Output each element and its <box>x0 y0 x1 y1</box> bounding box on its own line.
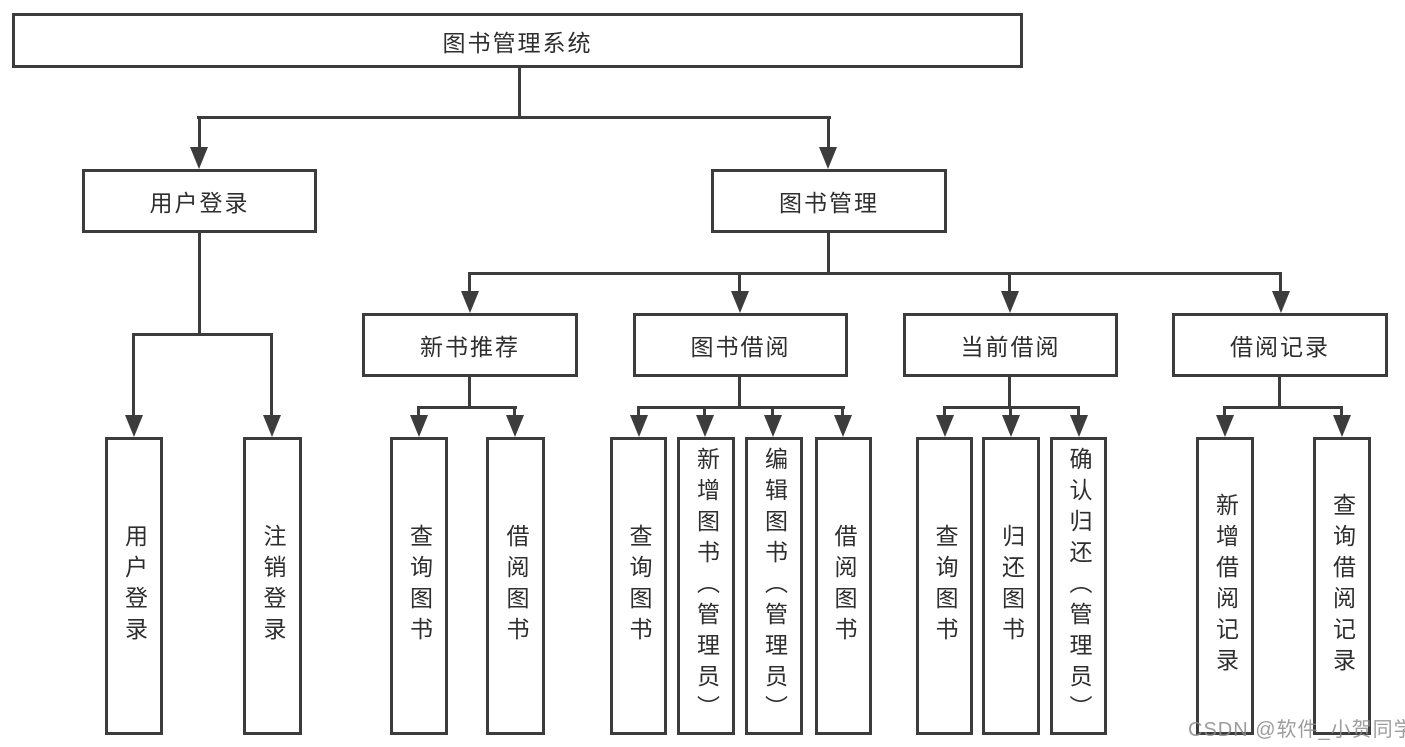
connector-arrow-book-borrowing-line <box>738 272 741 295</box>
leaf-bb-query-books: 查询图书 <box>610 437 667 735</box>
node-current-borrowing-label: 当前借阅 <box>960 334 1061 360</box>
leaf-nbr-query-books-label: 查询图书 <box>406 524 433 648</box>
leaf-cb-confirm-return: 确认归还（管理员） <box>1050 437 1107 735</box>
connector-rail-level2 <box>197 116 831 119</box>
leaf-bb-borrow-books-label: 借阅图书 <box>831 524 857 648</box>
connector-arrow-bb-borrow-line <box>841 406 844 420</box>
connector-root-stem <box>518 67 521 118</box>
node-book-borrowing: 图书借阅 <box>633 313 848 377</box>
arrowhead-bb-edit <box>764 415 782 437</box>
node-user-login: 用户登录 <box>82 169 317 233</box>
leaf-cb-return-books: 归还图书 <box>982 437 1040 735</box>
leaf-logout-label: 注销登录 <box>260 524 286 648</box>
arrowhead-book-management <box>819 147 837 169</box>
connector-user-login-stem <box>198 232 201 336</box>
connector-current-borrowing-stem <box>1008 376 1011 409</box>
arrowhead-br-add <box>1216 415 1234 437</box>
arrowhead-book-borrowing <box>731 291 749 313</box>
connector-rail-borrowing-records <box>1223 406 1343 409</box>
node-current-borrowing: 当前借阅 <box>903 313 1118 377</box>
arrowhead-borrowing-records <box>1272 291 1290 313</box>
arrowhead-cb-return <box>1002 415 1020 437</box>
leaf-br-query-record: 查询借阅记录 <box>1313 437 1371 735</box>
node-user-login-label: 用户登录 <box>149 190 250 216</box>
connector-borrowing-records-stem <box>1278 376 1281 409</box>
connector-arrow-nbr-query-line <box>417 406 420 420</box>
leaf-br-add-record-label: 新增借阅记录 <box>1212 493 1239 679</box>
node-borrowing-records: 借阅记录 <box>1172 313 1388 377</box>
connector-arrow-leaf-logout-line <box>270 333 273 418</box>
node-book-management: 图书管理 <box>711 169 947 233</box>
connector-arrow-user-login-line <box>198 116 201 150</box>
arrowhead-new-book-recommend <box>461 291 479 313</box>
arrowhead-user-login <box>190 147 208 169</box>
connector-rail-new-book-recommend <box>417 406 517 409</box>
connector-arrow-book-management-line <box>827 116 830 150</box>
arrowhead-bb-query <box>630 415 648 437</box>
node-new-book-recommend-label: 新书推荐 <box>420 334 520 360</box>
connector-arrow-bb-query-line <box>637 406 640 420</box>
arrowhead-br-query <box>1333 415 1351 437</box>
connector-rail-level3 <box>468 272 1282 275</box>
leaf-cb-return-books-label: 归还图书 <box>998 524 1025 648</box>
leaf-user-login-label: 用户登录 <box>121 524 148 648</box>
connector-rail-book-borrowing <box>637 406 845 409</box>
arrowhead-bb-borrow <box>834 415 852 437</box>
arrowhead-current-borrowing <box>1001 291 1019 313</box>
csdn-watermark: CSDN @软件_小贺同学 <box>1188 719 1405 741</box>
leaf-nbr-query-books: 查询图书 <box>390 437 448 735</box>
connector-arrow-new-book-recommend-line <box>468 272 471 295</box>
node-book-management-label: 图书管理 <box>779 190 879 216</box>
leaf-bb-query-books-label: 查询图书 <box>626 524 652 648</box>
connector-arrow-bb-add-line <box>703 406 706 420</box>
connector-book-borrowing-stem <box>738 376 741 409</box>
leaf-br-add-record: 新增借阅记录 <box>1196 437 1254 735</box>
leaf-nbr-borrow-books-label: 借阅图书 <box>503 524 529 648</box>
node-root: 图书管理系统 <box>12 13 1023 68</box>
leaf-logout: 注销登录 <box>243 437 302 735</box>
connector-arrow-current-borrowing-line <box>1008 272 1011 295</box>
node-new-book-recommend: 新书推荐 <box>362 313 578 377</box>
leaf-cb-query-books: 查询图书 <box>916 437 973 735</box>
connector-arrow-br-query-line <box>1340 406 1343 420</box>
node-root-label: 图书管理系统 <box>442 29 593 56</box>
leaf-nbr-borrow-books: 借阅图书 <box>486 437 545 735</box>
connector-arrow-cb-return-line <box>1009 406 1012 420</box>
leaf-bb-add-books: 新增图书（管理员） <box>677 437 735 735</box>
node-borrowing-records-label: 借阅记录 <box>1230 334 1330 360</box>
arrowhead-nbr-query <box>410 415 428 437</box>
connector-arrow-borrowing-records-line <box>1279 272 1282 295</box>
leaf-bb-edit-books-label: 编辑图书（管理员） <box>761 446 788 726</box>
arrowhead-bb-add <box>696 415 714 437</box>
leaf-cb-query-books-label: 查询图书 <box>932 524 958 648</box>
node-book-borrowing-label: 图书借阅 <box>690 334 791 360</box>
arrowhead-cb-confirm <box>1070 415 1088 437</box>
leaf-user-login: 用户登录 <box>105 437 163 735</box>
leaf-cb-confirm-return-label: 确认归还（管理员） <box>1066 446 1092 726</box>
connector-arrow-nbr-borrow-line <box>513 406 516 420</box>
connector-new-book-recommend-stem <box>468 376 471 409</box>
connector-arrow-br-add-line <box>1223 406 1226 420</box>
leaf-bb-edit-books: 编辑图书（管理员） <box>745 437 803 735</box>
connector-rail-user-login <box>132 333 273 336</box>
arrowhead-cb-query <box>936 415 954 437</box>
arrowhead-leaf-user-login <box>125 415 143 437</box>
connector-arrow-cb-confirm-line <box>1077 406 1080 420</box>
connector-arrow-cb-query-line <box>943 406 946 420</box>
arrowhead-nbr-borrow <box>506 415 524 437</box>
leaf-bb-add-books-label: 新增图书（管理员） <box>693 446 720 726</box>
connector-arrow-leaf-user-login-line <box>132 333 135 418</box>
leaf-bb-borrow-books: 借阅图书 <box>815 437 872 735</box>
leaf-br-query-record-label: 查询借阅记录 <box>1329 493 1356 679</box>
arrowhead-leaf-logout <box>263 415 281 437</box>
connector-book-management-stem <box>827 232 830 275</box>
connector-arrow-bb-edit-line <box>771 406 774 420</box>
